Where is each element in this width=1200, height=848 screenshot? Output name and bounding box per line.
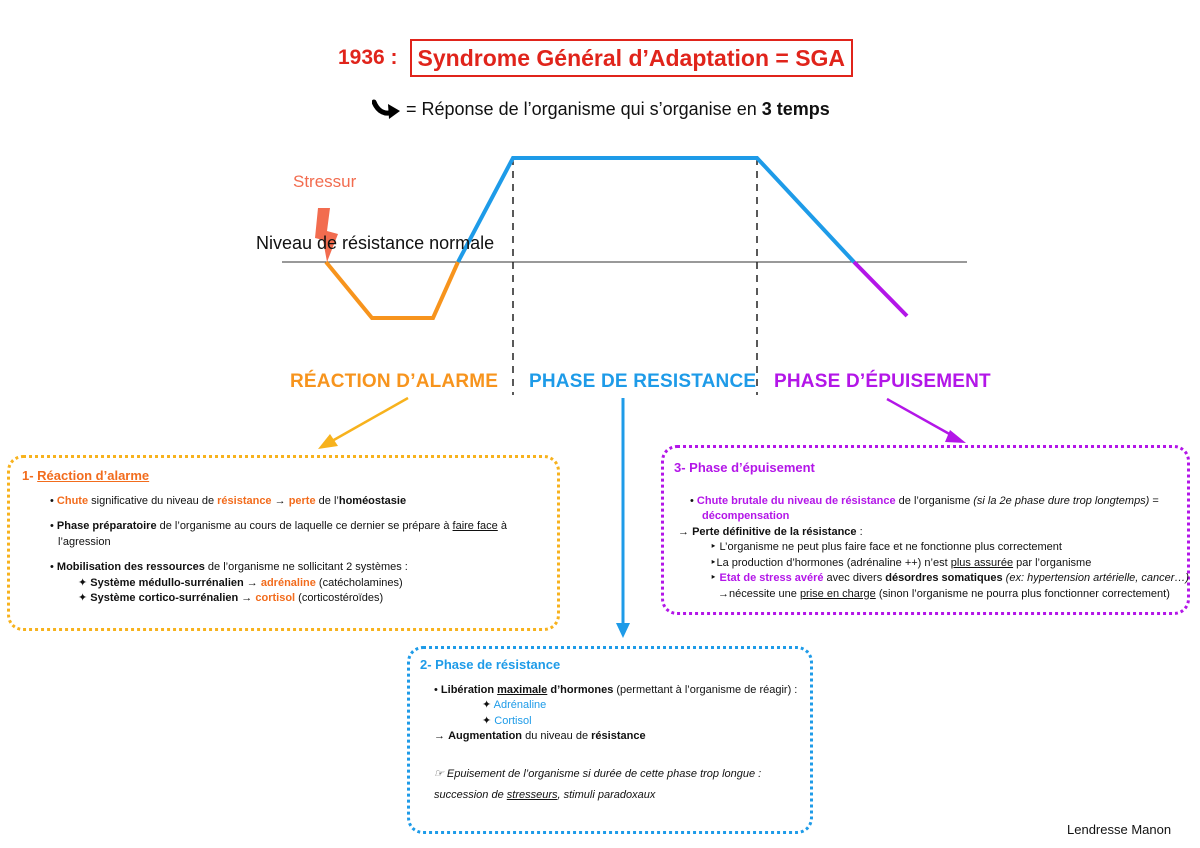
phase-alarm-label: RÉACTION D’ALARME [290,371,499,392]
alarm-bullet-3: • Mobilisation des ressources de l’organ… [50,561,408,573]
resistance-box: 2- Phase de résistance • Libération maxi… [407,646,813,834]
curved-arrow-icon [372,99,400,119]
resistance-note-2: succession de stresseurs, stimuli parado… [434,789,656,801]
resistance-box-title: 2- Phase de résistance [420,657,561,672]
alarm-sub-2: ✦ Système cortico-surrénalien → cortisol… [78,592,384,604]
subtitle-text: = Réponse de l’organisme qui s’organise … [406,98,757,119]
arrow-exhaustion [886,397,954,438]
resistance-curve [456,156,856,264]
exhaustion-line-3: → Perte définitive de la résistance : [678,525,863,538]
exhaustion-line-4: ‣ L’organisme ne peut plus faire face et… [710,541,1062,553]
exhaustion-box: 3- Phase d’épuisement • Chute brutale du… [661,445,1190,615]
phase-exhaustion-label: PHASE D’ÉPUISEMENT [774,371,991,392]
normal-level-label: Niveau de résistance normale [256,233,495,253]
exhaustion-curve [852,260,909,318]
arrow-alarm [331,396,409,443]
resistance-note-1: ☞ Epuisement de l’organisme si durée de … [434,767,762,780]
page-title: Syndrome Général d’Adaptation = SGA [409,39,854,77]
exhaustion-line-6: ‣ Etat de stress avéré avec divers désor… [710,572,1190,584]
lightning-icon [315,208,338,262]
arrow-exhaustion-head [945,430,966,443]
exhaustion-line-5: ‣La production d’hormones (adrénaline ++… [710,556,1092,569]
author-credit: Lendresse Manon [1067,822,1172,837]
alarm-sub-1: ✦ Système médullo-surrénalien → adrénali… [78,576,403,589]
subtitle: = Réponse de l’organisme qui s’organise … [372,98,830,120]
phase-resistance-label: PHASE DE RESISTANCE [529,371,757,392]
alarm-box: 1- Réaction d’alarme • Chute significati… [7,455,560,631]
arrow-resistance-head [616,623,630,638]
exhaustion-line-7: →nécessite une prise en charge (sinon l’… [718,587,1170,600]
exhaustion-line-1: • Chute brutale du niveau de résistance … [690,494,1159,507]
subtitle-bold: 3 temps [761,98,830,119]
resistance-line-4: → Augmentation du niveau de résistance [434,730,646,742]
alarm-bullet-2: • Phase préparatoire de l’organisme au c… [50,520,507,548]
exhaustion-box-title: 3- Phase d’épuisement [674,460,815,475]
resistance-line-3: ✦ Cortisol [482,714,532,727]
year-label: 1936 : [338,46,398,69]
resistance-line-1: • Libération maximale d’hormones (permet… [434,683,798,696]
title-row: 1936 : Syndrome Général d’Adaptation = S… [338,38,854,78]
alarm-bullet-1: • Chute significative du niveau de résis… [50,494,407,507]
resistance-line-2: ✦ Adrénaline [482,699,547,711]
stressor-label: Stressur [293,172,357,191]
exhaustion-line-2: décompensation [702,510,790,522]
alarm-box-title: 1- Réaction d’alarme [22,468,150,483]
arrow-alarm-head [318,434,338,449]
alarm-curve [324,260,460,320]
